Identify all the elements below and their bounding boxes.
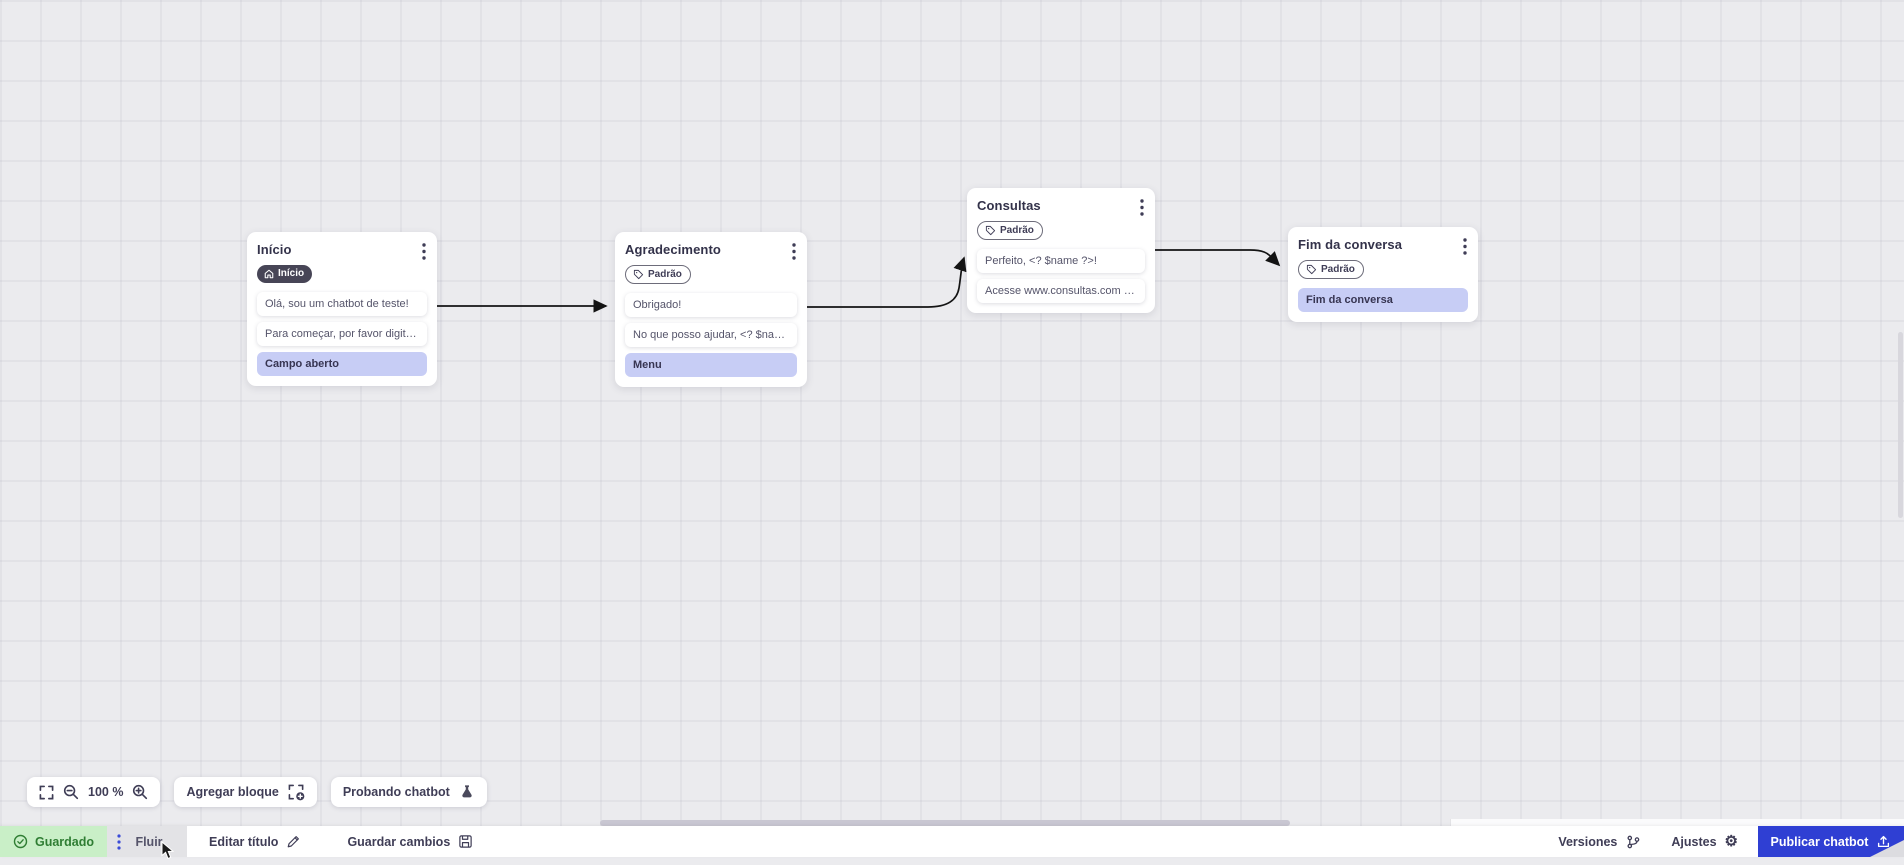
status-bar: Guardado Fluir Editar título Guardar cam… (0, 826, 1904, 857)
saved-label: Guardado (34, 834, 95, 849)
zoom-controls: 100 % (27, 777, 161, 807)
publish-label: Publicar chatbot (1770, 834, 1869, 849)
settings-label: Ajustes (1671, 834, 1717, 849)
home-icon (264, 269, 274, 279)
fullscreen-icon[interactable] (39, 785, 54, 800)
node-row[interactable]: Menu (625, 353, 797, 377)
flow-tab-label: Fluir (135, 834, 163, 849)
node-title: Início (257, 242, 292, 257)
zoom-in-icon[interactable] (132, 784, 148, 800)
zoom-out-icon[interactable] (63, 784, 79, 800)
node-menu-kebab-icon[interactable] (422, 243, 426, 260)
node-title: Fim da conversa (1298, 237, 1403, 252)
tag-icon (1306, 264, 1317, 275)
publish-chatbot-button[interactable]: Publicar chatbot (1758, 826, 1904, 857)
node-menu-kebab-icon[interactable] (1140, 199, 1144, 216)
versions-button[interactable]: Versiones (1558, 826, 1641, 857)
tag-icon (985, 225, 996, 236)
node-badge: Início (257, 265, 313, 283)
node-badge-label: Padrão (1000, 224, 1034, 236)
connection-arrow[interactable] (807, 256, 967, 308)
edit-title-button[interactable]: Editar título (209, 826, 301, 857)
settings-button[interactable]: Ajustes ⚙ (1671, 826, 1738, 857)
node-badge: Padrão (625, 265, 691, 284)
node-row[interactable]: Para começar, por favor digite o ... (257, 322, 427, 346)
connection-arrow[interactable] (1150, 249, 1281, 267)
vertical-scrollbar[interactable] (1898, 332, 1903, 518)
saved-status-badge: Guardado (0, 826, 107, 857)
kebab-menu-icon[interactable] (117, 833, 121, 850)
gear-icon: ⚙ (1724, 833, 1738, 850)
zoom-level: 100 % (88, 785, 124, 799)
node-menu-kebab-icon[interactable] (1463, 238, 1467, 255)
check-circle-icon (13, 834, 28, 849)
node-title: Consultas (977, 198, 1041, 213)
add-block-label: Agregar bloque (186, 785, 279, 799)
node-row[interactable]: Obrigado! (625, 293, 797, 317)
flow-tab[interactable]: Fluir (107, 826, 187, 857)
save-icon (458, 834, 473, 849)
node-row[interactable]: Fim da conversa (1298, 288, 1468, 312)
node-row[interactable]: Campo aberto (257, 352, 427, 376)
versions-label: Versiones (1558, 834, 1618, 849)
node-badge-label: Padrão (1321, 263, 1355, 275)
pencil-icon (286, 834, 301, 849)
add-block-button[interactable]: Agregar bloque (174, 777, 317, 807)
scrollbar-corner (1450, 819, 1904, 826)
node-title: Agradecimento (625, 242, 721, 257)
node-row[interactable]: Acesse www.consultas.com par... (977, 279, 1145, 303)
test-chatbot-label: Probando chatbot (342, 785, 450, 799)
node-row[interactable]: Perfeito, <? $name ?>! (977, 249, 1145, 273)
node-menu-kebab-icon[interactable] (792, 243, 796, 260)
node-badge-label: Padrão (648, 268, 682, 280)
save-changes-button[interactable]: Guardar cambios (347, 826, 473, 857)
save-changes-label: Guardar cambios (347, 834, 451, 849)
add-block-icon (288, 784, 305, 801)
git-branch-icon (1625, 834, 1641, 850)
node-badge: Padrão (977, 221, 1043, 240)
canvas-toolbar: 100 % Agregar bloque Probando chatbot (27, 777, 487, 807)
node-badge-label: Início (278, 268, 305, 279)
node-badge: Padrão (1298, 260, 1364, 279)
node-row[interactable]: No que posso ajudar, <? $name ... (625, 323, 797, 347)
upload-icon (1876, 834, 1891, 849)
flask-icon (459, 784, 475, 800)
horizontal-scrollbar[interactable] (600, 820, 1290, 826)
node-row[interactable]: Olá, sou um chatbot de teste! (257, 292, 427, 316)
edit-title-label: Editar título (209, 834, 279, 849)
tag-icon (633, 269, 644, 280)
test-chatbot-button[interactable]: Probando chatbot (330, 777, 487, 807)
